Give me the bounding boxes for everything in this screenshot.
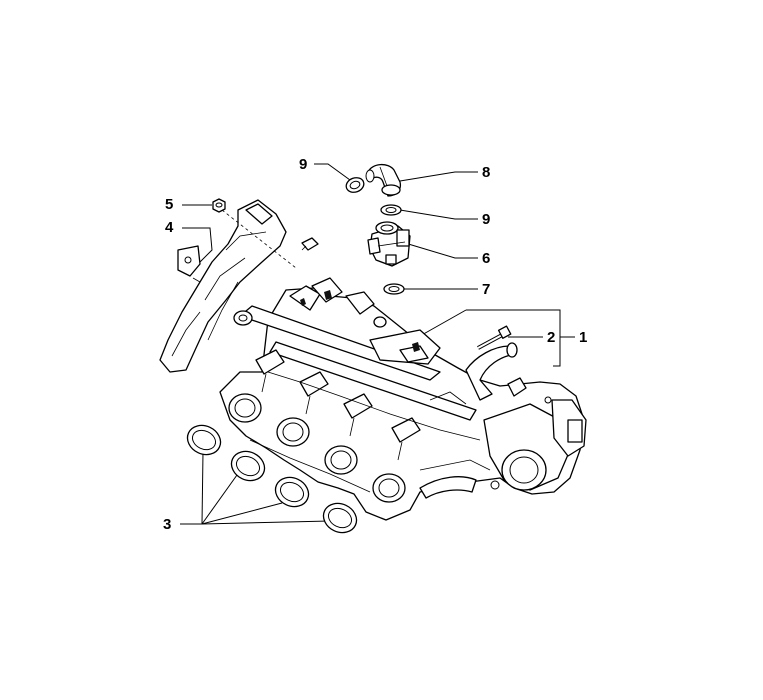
callout-1: 1 xyxy=(579,329,587,346)
leader-lines xyxy=(180,163,575,525)
port-gaskets xyxy=(186,424,358,534)
gasket-2 xyxy=(230,450,266,482)
gasket-1 xyxy=(186,424,222,456)
callout-5: 5 xyxy=(165,196,173,213)
callout-7: 7 xyxy=(482,281,490,298)
bracket-shield xyxy=(159,199,287,373)
callout-2: 2 xyxy=(547,329,555,346)
gasket-3 xyxy=(274,476,310,508)
shield-rod xyxy=(207,281,239,341)
bolt xyxy=(477,325,512,350)
assembly-line xyxy=(221,209,297,269)
runner-ports xyxy=(228,393,406,503)
injectors xyxy=(255,349,421,461)
stud-small xyxy=(301,237,319,251)
callout-4: 4 xyxy=(165,219,174,236)
callout-3: 3 xyxy=(163,516,171,533)
callout-8: 8 xyxy=(482,164,490,181)
valve-connector xyxy=(367,221,411,267)
callout-9-right: 9 xyxy=(482,211,490,228)
nut xyxy=(212,198,226,213)
intake-manifold xyxy=(219,277,587,521)
callout-9-top: 9 xyxy=(299,156,307,173)
callout-6: 6 xyxy=(482,250,490,267)
gasket-4 xyxy=(322,502,358,534)
o-ring-upper xyxy=(345,177,365,193)
elbow-pipe xyxy=(365,163,402,197)
o-ring-lower xyxy=(383,283,405,295)
o-ring-middle xyxy=(380,204,402,216)
